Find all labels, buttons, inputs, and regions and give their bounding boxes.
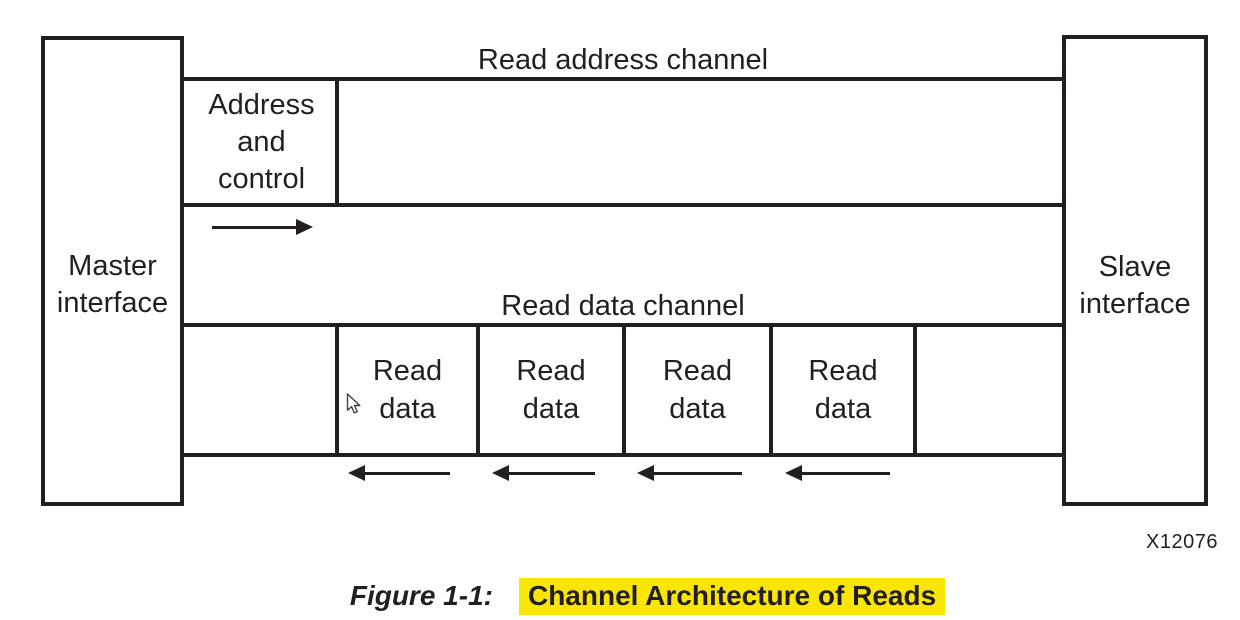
read-address-channel-bottom-line — [184, 203, 1062, 207]
figure-caption-prefix: Figure 1-1: — [349, 580, 493, 611]
address-direction-right-arrow-icon — [212, 219, 313, 235]
read-data-direction-left-arrow-icon — [348, 465, 450, 481]
figure-caption-title-highlighted: Channel Architecture of Reads — [518, 578, 946, 615]
arrow-shaft — [362, 472, 450, 475]
address-and-control-box: Address and control — [208, 88, 315, 195]
read-data-divider — [476, 323, 480, 457]
read-data-box: Read data — [516, 355, 586, 425]
read-data-direction-left-arrow-icon — [637, 465, 742, 481]
read-data-divider — [622, 323, 626, 457]
figure-caption: Figure 1-1: Channel Architecture of Reads — [0, 578, 1240, 615]
arrow-head — [785, 465, 802, 481]
arrow-head — [637, 465, 654, 481]
read-data-direction-left-arrow-icon — [785, 465, 890, 481]
master-interface-box: Master interface — [41, 36, 184, 506]
read-data-box: Read data — [372, 355, 443, 425]
read-data-box: Read data — [808, 355, 878, 425]
arrow-head — [348, 465, 365, 481]
arrow-shaft — [212, 226, 299, 229]
arrow-shaft — [651, 472, 742, 475]
read-data-direction-left-arrow-icon — [492, 465, 595, 481]
arrow-shaft — [799, 472, 890, 475]
figure-part-number: X12076 — [1146, 531, 1218, 553]
arrow-head — [492, 465, 509, 481]
address-control-box-divider — [335, 77, 339, 207]
slave-interface-box: Slave interface — [1062, 35, 1208, 506]
mouse-cursor-icon — [346, 393, 361, 414]
read-address-channel-title: Read address channel — [477, 44, 769, 76]
read-data-divider — [335, 323, 339, 457]
read-data-divider — [913, 323, 917, 457]
arrow-shaft — [506, 472, 595, 475]
read-address-channel-top-line — [184, 77, 1062, 81]
arrow-head — [296, 219, 313, 235]
read-data-box: Read data — [662, 355, 733, 425]
read-data-channel-title: Read data channel — [501, 290, 745, 322]
read-data-divider — [769, 323, 773, 457]
